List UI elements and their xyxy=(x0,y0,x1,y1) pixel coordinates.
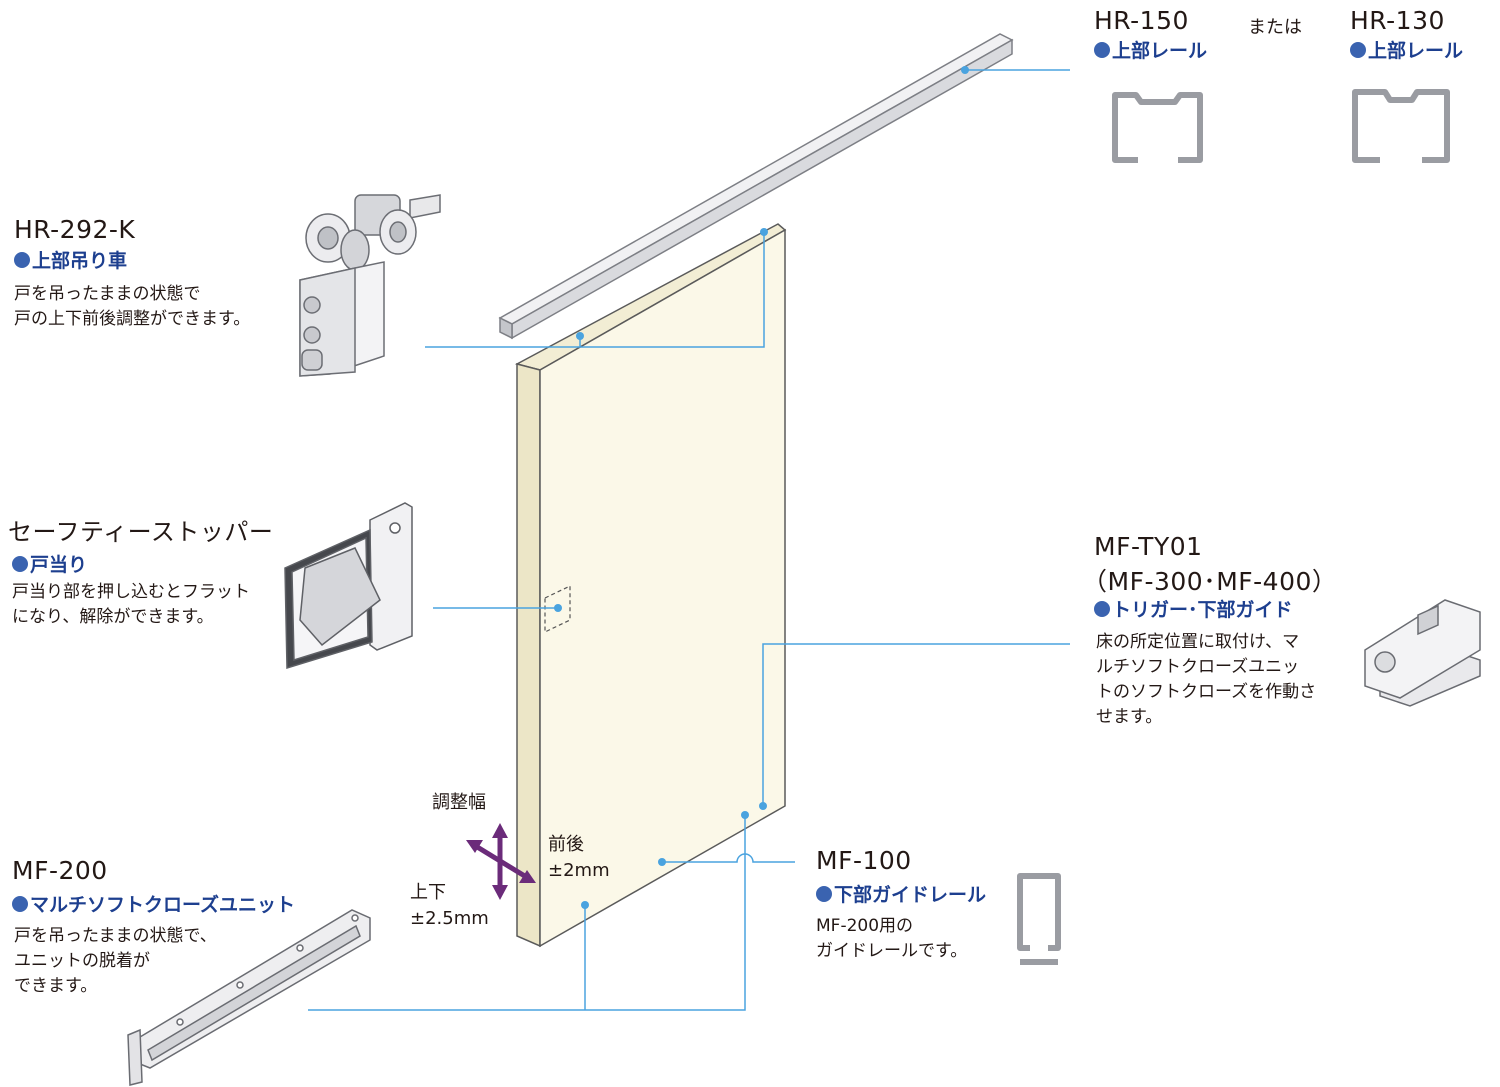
softclose-part-label: マルチソフトクローズユニット xyxy=(30,894,296,916)
hanger-desc: 戸を吊ったままの状態で 戸の上下前後調整ができます。 xyxy=(14,282,250,332)
stopper-desc-line: になり、解除ができます。 xyxy=(12,607,214,627)
softclose-desc-line: 戸を吊ったままの状態で、 xyxy=(14,926,217,946)
trigger-desc-line: 床の所定位置に取付け、マ xyxy=(1096,632,1300,652)
softclose-desc-line: ユニットの脱着が xyxy=(14,951,150,971)
mf100-rail-profile xyxy=(1017,873,1061,965)
hanger-part-label: 上部吊り車 xyxy=(32,250,128,272)
softclose-model: MF-200 xyxy=(12,856,108,885)
stopper-desc-line: 戸当り部を押し込むとフラット xyxy=(12,582,250,602)
adjustment-title: 調整幅 xyxy=(432,792,486,813)
trigger-model-sub: （MF-300･MF-400） xyxy=(1082,567,1338,596)
rail-hr130-part: 上部レール xyxy=(1350,36,1463,63)
guide-rail-desc: MF-200用の ガイドレールです。 xyxy=(816,914,967,964)
stopper-part: 戸当り xyxy=(12,550,87,577)
guide-rail-part: 下部ガイドレール xyxy=(816,880,986,907)
trigger-desc-line: トのソフトクローズを作動さ xyxy=(1096,682,1317,702)
adjustment-up-down: 上下 ±2.5mm xyxy=(410,880,489,932)
bullet-icon xyxy=(1350,42,1366,58)
hanger-desc-line: 戸の上下前後調整ができます。 xyxy=(14,309,251,329)
bullet-icon xyxy=(12,896,28,912)
hanger-part: 上部吊り車 xyxy=(14,246,127,273)
trigger-desc-line: せます。 xyxy=(1096,707,1163,727)
bullet-icon xyxy=(1094,601,1110,617)
rail-hr150-part-label: 上部レール xyxy=(1112,40,1208,62)
stopper-part-label: 戸当り xyxy=(30,554,88,576)
trigger-desc: 床の所定位置に取付け、マ ルチソフトクローズユニッ トのソフトクローズを作動さ … xyxy=(1096,630,1316,730)
bullet-icon xyxy=(12,556,28,572)
front-back-value: ±2mm xyxy=(548,860,610,881)
front-back-label: 前後 xyxy=(548,834,584,855)
bullet-icon xyxy=(816,886,832,902)
or-text: または xyxy=(1248,17,1302,38)
stopper-model: セーフティーストッパー xyxy=(8,518,274,546)
hanger-illustration xyxy=(299,194,441,377)
hanger-desc-line: 戸を吊ったままの状態で xyxy=(14,284,201,304)
rail-hr150-model: HR-150 xyxy=(1094,6,1189,35)
guide-rail-model: MF-100 xyxy=(816,846,912,875)
rail-hr150-part: 上部レール xyxy=(1094,36,1207,63)
guide-rail-desc-line: ガイドレールです。 xyxy=(816,941,968,961)
door-illustration xyxy=(514,223,787,948)
softclose-desc-line: できます。 xyxy=(14,976,98,996)
hr130-rail-profile xyxy=(1352,89,1450,163)
trigger-model: MF-TY01 xyxy=(1094,532,1203,561)
trigger-illustration xyxy=(1364,599,1481,707)
softclose-part: マルチソフトクローズユニット xyxy=(12,890,295,917)
up-down-value: ±2.5mm xyxy=(410,908,489,929)
leader-dots xyxy=(554,66,969,909)
rail-hr130-model: HR-130 xyxy=(1350,6,1445,35)
stopper-desc: 戸当り部を押し込むとフラット になり、解除ができます。 xyxy=(12,580,250,630)
bullet-icon xyxy=(14,252,30,268)
adjustment-arrows xyxy=(466,823,536,900)
guide-rail-part-label: 下部ガイドレール xyxy=(834,884,987,906)
hanger-model: HR-292-K xyxy=(14,215,136,244)
up-down-label: 上下 xyxy=(410,882,446,903)
top-rail-illustration xyxy=(498,33,1014,340)
hr150-rail-profile xyxy=(1112,92,1203,163)
leader-lines xyxy=(308,69,1070,1011)
trigger-desc-line: ルチソフトクローズユニッ xyxy=(1096,657,1300,677)
trigger-part: トリガー･下部ガイド xyxy=(1094,595,1293,622)
bullet-icon xyxy=(1094,42,1110,58)
guide-rail-desc-line: MF-200用の xyxy=(816,916,914,936)
softclose-illustration xyxy=(127,909,371,1086)
trigger-part-label: トリガー･下部ガイド xyxy=(1112,599,1293,621)
softclose-desc: 戸を吊ったままの状態で、 ユニットの脱着が できます。 xyxy=(14,924,217,999)
adjustment-front-back: 前後 ±2mm xyxy=(548,832,610,884)
rail-hr130-part-label: 上部レール xyxy=(1368,40,1464,62)
stopper-illustration xyxy=(284,502,413,670)
